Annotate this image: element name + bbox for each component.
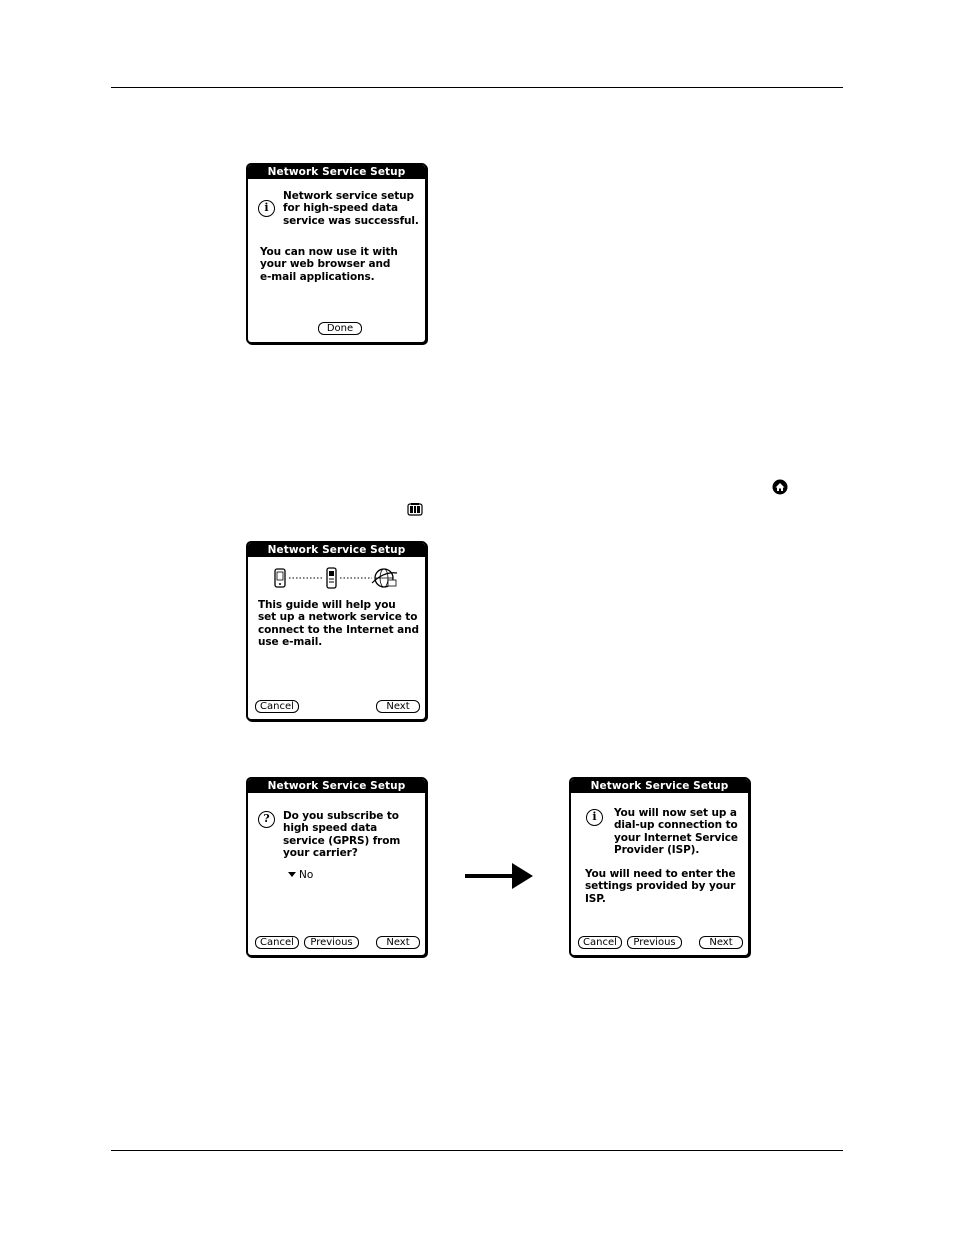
cancel-button[interactable]: Cancel — [255, 936, 299, 949]
phone-icon — [326, 567, 337, 589]
previous-button[interactable]: Previous — [627, 936, 682, 949]
info-icon: i — [586, 809, 603, 826]
home-icon — [772, 479, 788, 495]
header-rule — [111, 87, 843, 88]
dialog-title: Network Service Setup — [248, 165, 425, 179]
next-button[interactable]: Next — [699, 936, 743, 949]
arrow-right-icon — [512, 863, 533, 889]
dialog-question: Do you subscribe to high speed data serv… — [283, 810, 401, 860]
next-button[interactable]: Next — [376, 936, 420, 949]
chevron-down-icon — [288, 872, 296, 877]
cancel-button[interactable]: Cancel — [255, 700, 299, 713]
done-button[interactable]: Done — [318, 322, 362, 335]
dialog-message: You will now set up a dial-up connection… — [614, 807, 738, 857]
dialog-body: This guide will help you set up a networ… — [258, 599, 419, 649]
dialog-body: You can now use it with your web browser… — [260, 246, 398, 283]
arrow-shaft — [465, 874, 513, 878]
dialog-message: Network service setup for high-speed dat… — [283, 190, 419, 227]
setup-intro-dialog: Network Service Setup This guide will he… — [246, 541, 427, 721]
previous-button[interactable]: Previous — [304, 936, 359, 949]
setup-success-dialog: Network Service Setup i Network service … — [246, 163, 427, 344]
dialog-title: Network Service Setup — [248, 543, 425, 557]
network-app-icon — [407, 503, 423, 516]
service-select[interactable]: No — [288, 869, 313, 881]
dialog-title: Network Service Setup — [248, 779, 425, 793]
question-icon: ? — [258, 811, 275, 828]
network-diagram — [274, 567, 398, 589]
dialog-title: Network Service Setup — [571, 779, 748, 793]
gprs-question-dialog: Network Service Setup ? Do you subscribe… — [246, 777, 427, 957]
cancel-button[interactable]: Cancel — [578, 936, 622, 949]
select-value: No — [299, 869, 314, 881]
footer-rule — [111, 1150, 843, 1151]
next-button[interactable]: Next — [376, 700, 420, 713]
handheld-icon — [274, 568, 286, 588]
dialog-body: You will need to enter the settings prov… — [585, 868, 736, 905]
dialup-info-dialog: Network Service Setup i You will now set… — [569, 777, 750, 957]
globe-icon — [371, 568, 398, 588]
info-icon: i — [258, 200, 275, 217]
